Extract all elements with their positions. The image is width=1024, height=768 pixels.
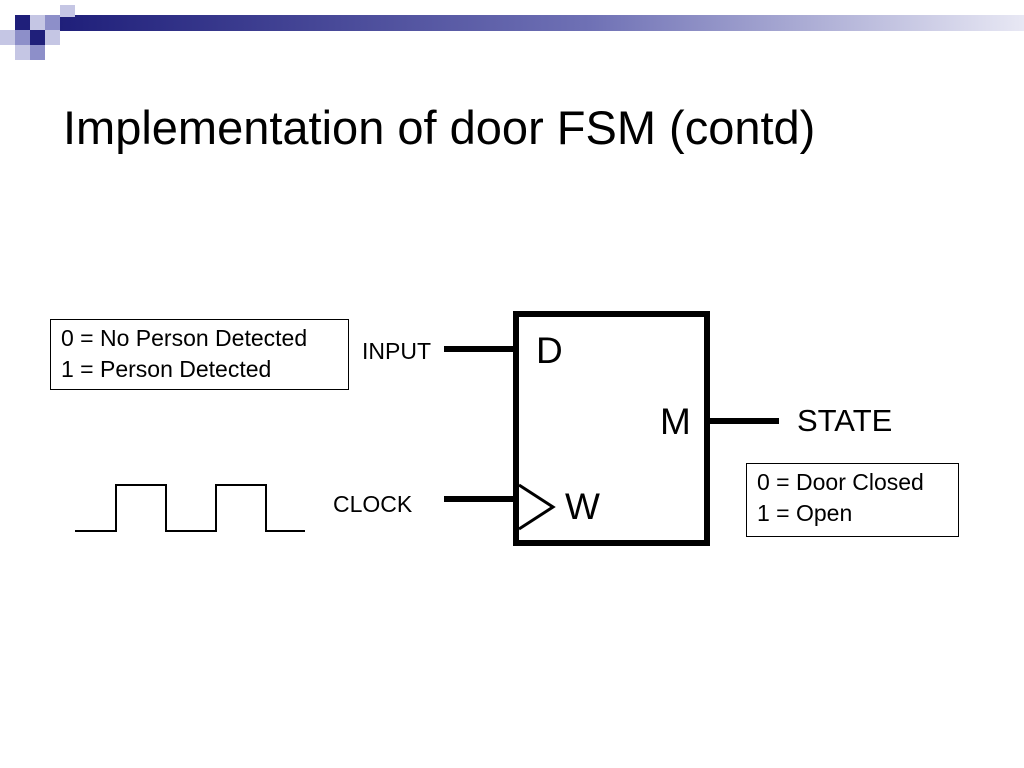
page-title: Implementation of door FSM (contd): [63, 101, 816, 154]
header-banner-bar: [60, 15, 1024, 31]
input-legend-line-1: 0 = No Person Detected: [61, 325, 308, 351]
state-legend-line-2: 1 = Open: [757, 500, 853, 526]
write-port-label: W: [565, 486, 600, 527]
input-legend-box: 0 = No Person Detected 1 = Person Detect…: [50, 319, 349, 390]
state-legend-line-1: 0 = Door Closed: [757, 469, 924, 495]
clock-edge-triangle: [518, 483, 556, 531]
state-signal-label: STATE: [797, 403, 893, 438]
state-legend-box: 0 = Door Closed 1 = Open: [746, 463, 959, 537]
input-signal-label: INPUT: [362, 338, 431, 364]
input-legend-line-2: 1 = Person Detected: [61, 356, 272, 382]
memory-block: [513, 311, 710, 546]
clock-signal-label: CLOCK: [333, 491, 413, 517]
memory-label: M: [660, 401, 691, 442]
clock-waveform: [75, 484, 305, 532]
data-port-label: D: [536, 330, 563, 371]
corner-checker-decoration: [0, 5, 75, 60]
